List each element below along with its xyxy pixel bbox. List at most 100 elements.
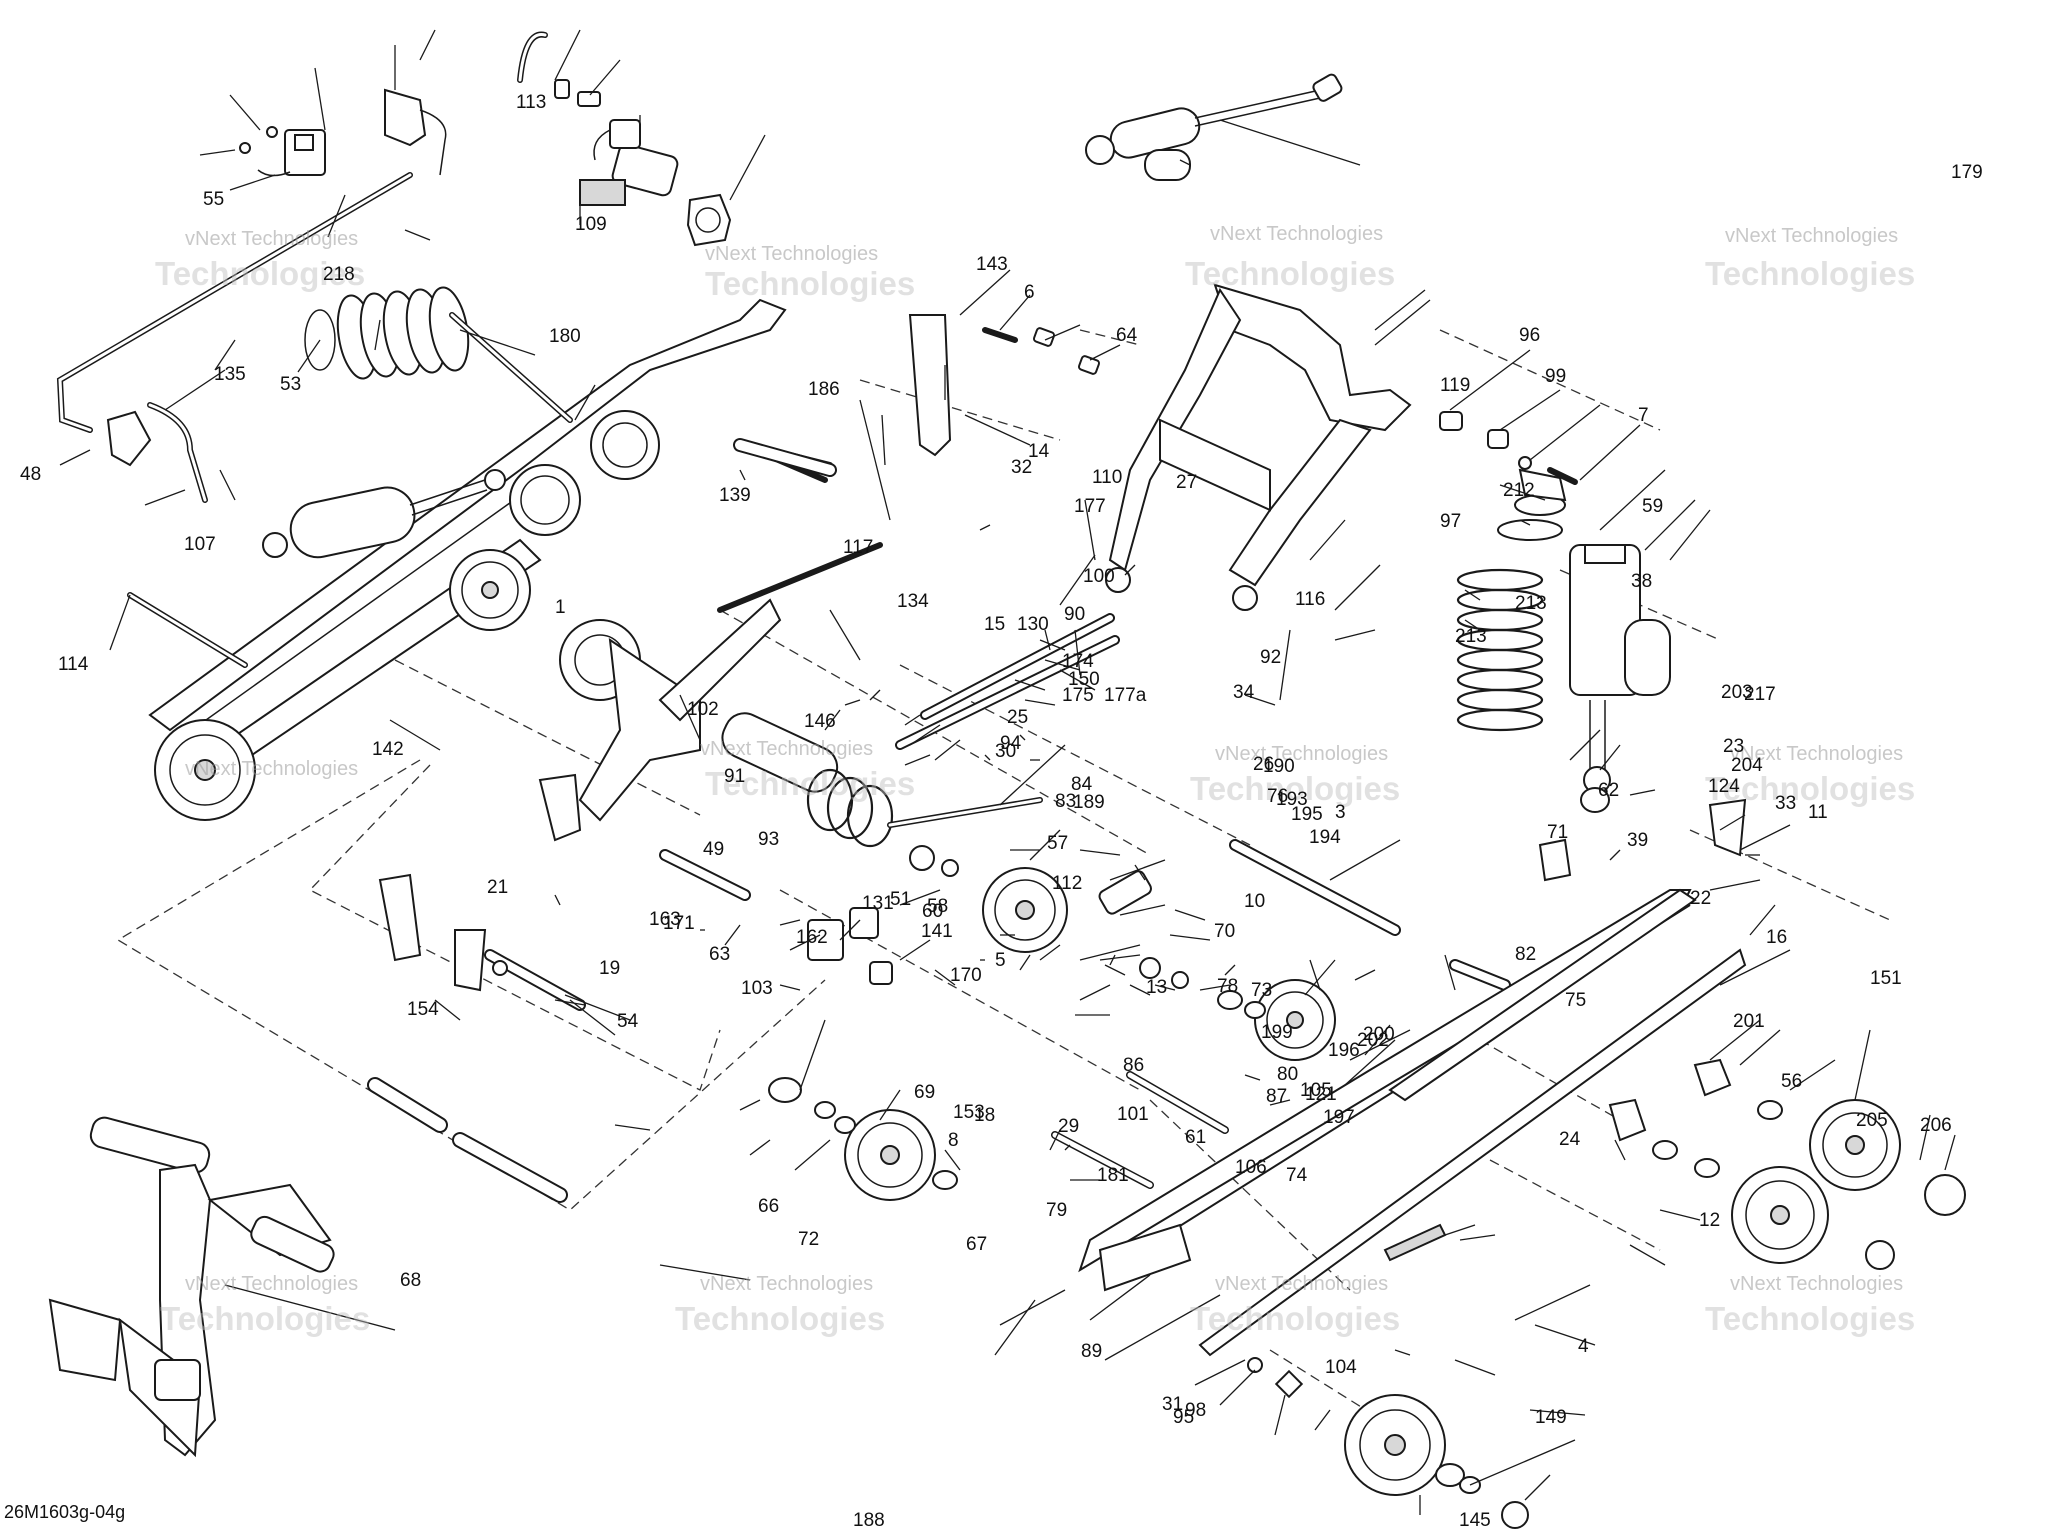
callout-label: 131 — [862, 893, 894, 914]
watermark-text: vNext Technologies — [700, 1273, 873, 1295]
callout-label: 202 — [1357, 1030, 1389, 1051]
callout-label: 87 — [1266, 1086, 1287, 1107]
watermark-text: Technologies — [1190, 1300, 1400, 1337]
callout-label: 95 — [1173, 1407, 1194, 1428]
callout-label: 34 — [1233, 682, 1255, 703]
callout-label: 1 — [555, 597, 566, 618]
watermark-text: vNext Technologies — [185, 228, 358, 250]
callout-label: 48 — [20, 464, 41, 485]
callout-label: 31 — [1162, 1394, 1183, 1415]
callout-label: 26 — [1253, 754, 1274, 775]
callout-label: 154 — [407, 999, 439, 1020]
callout-label: 177a — [1104, 685, 1147, 706]
callout-label: 10 — [1244, 891, 1265, 912]
idler-wheel-154-right-upper — [1809, 1099, 1901, 1191]
spacers-upper — [982, 327, 1578, 485]
callout-label: 59 — [1642, 496, 1663, 517]
callout-label: 68 — [400, 1270, 421, 1291]
bellows-189 — [304, 286, 470, 380]
callout-label: 213 — [1515, 593, 1547, 614]
idler-wheel-121 — [982, 867, 1068, 953]
callout-label: 119 — [1440, 375, 1470, 396]
callout-label: 196 — [1328, 1040, 1360, 1061]
callout-label: 124 — [1708, 776, 1740, 797]
callout-label: 114 — [58, 654, 89, 675]
callout-label: 194 — [1309, 827, 1341, 848]
watermark-text: Technologies — [705, 765, 915, 802]
front-shock-94 — [262, 469, 506, 559]
callout-label: 62 — [1598, 780, 1619, 801]
callout-label: 186 — [808, 379, 840, 400]
callout-label: 78 — [1217, 976, 1238, 997]
callout-label: 69 — [914, 1082, 935, 1103]
callout-label: 193 — [1276, 789, 1308, 810]
callout-label: 188 — [853, 1510, 885, 1531]
watermark-text: vNext Technologies — [1730, 1273, 1903, 1295]
mounting-bracket-174 — [384, 88, 447, 176]
callout-label: 7 — [1638, 405, 1649, 426]
callout-label: 180 — [549, 326, 581, 347]
callout-label: 104 — [1325, 1357, 1357, 1378]
callout-label: 82 — [1515, 944, 1536, 965]
watermark-text: vNext Technologies — [705, 243, 878, 265]
callout-label: 14 — [1028, 441, 1050, 462]
callout-leaders — [59, 29, 1956, 1515]
callout-label: 130 — [1017, 614, 1049, 635]
callout-label: 101 — [1117, 1104, 1149, 1125]
idler-wheel-left-mid — [449, 549, 531, 631]
watermark-text: Technologies — [675, 1300, 885, 1337]
idler-wheel-left-front — [154, 719, 256, 821]
callout-label: 146 — [804, 711, 836, 732]
callout-label: 53 — [280, 374, 301, 395]
idler-wheel-left-upper — [509, 410, 660, 536]
callout-label: 16 — [1766, 927, 1787, 948]
callout-label: 200 — [1363, 1024, 1395, 1045]
callout-label: 189 — [1073, 792, 1105, 813]
center-torsion-assembly — [538, 598, 839, 842]
watermark-text: vNext Technologies — [1730, 743, 1903, 765]
callout-label: 217 — [1744, 684, 1776, 705]
callout-label: 38 — [1631, 571, 1652, 592]
callout-label: 83 — [1055, 791, 1076, 812]
callout-label: 105 — [1300, 1080, 1332, 1101]
callout-label: 54 — [617, 1011, 639, 1032]
callout-label: 56 — [1781, 1071, 1802, 1092]
callout-label: 27 — [1176, 472, 1197, 493]
callout-label: 58 — [927, 896, 948, 917]
callout-label: 55 — [203, 189, 224, 210]
callout-label: 102 — [687, 699, 719, 720]
callout-label: 3 — [1335, 802, 1346, 823]
callout-label: 103 — [741, 978, 773, 999]
watermark-text: vNext Technologies — [185, 758, 358, 780]
callout-label: 97 — [1440, 511, 1461, 532]
callout-label: 75 — [1565, 990, 1586, 1011]
callout-label: 57 — [1047, 833, 1068, 854]
callout-label: 163 — [649, 909, 681, 930]
torsion-spring-146 — [806, 768, 1043, 848]
callout-label: 15 — [984, 614, 1005, 635]
callout-label: 204 — [1731, 755, 1763, 776]
clamp-213 — [686, 193, 732, 247]
idler-wheel-154-center — [1217, 979, 1336, 1061]
callout-label: 60 — [922, 901, 943, 922]
callout-label: 29 — [1058, 1116, 1079, 1137]
callout-label: 25 — [1007, 707, 1028, 728]
callout-label: 190 — [1263, 756, 1295, 777]
callout-label: 64 — [1116, 325, 1138, 346]
callout-label: 76 — [1267, 786, 1288, 807]
callout-label: 145 — [1459, 1510, 1491, 1531]
callout-label: 171 — [663, 913, 695, 934]
callout-label: 177 — [1074, 496, 1106, 517]
callout-label: 135 — [214, 364, 246, 385]
watermark-text: Technologies — [1185, 255, 1395, 292]
lever-114 — [908, 314, 952, 457]
callout-label: 72 — [798, 1229, 819, 1250]
coil-spring-218 — [1456, 468, 1567, 732]
callout-label: 71 — [1547, 822, 1568, 843]
callout-label: 175 — [1062, 685, 1094, 706]
idler-wheel-154-right-lower — [1731, 1166, 1829, 1264]
callout-label: 8 — [948, 1130, 959, 1151]
watermark-text: Technologies — [1705, 770, 1915, 807]
right-slide-rail — [1078, 888, 1747, 1357]
sensor-193 — [239, 126, 326, 177]
